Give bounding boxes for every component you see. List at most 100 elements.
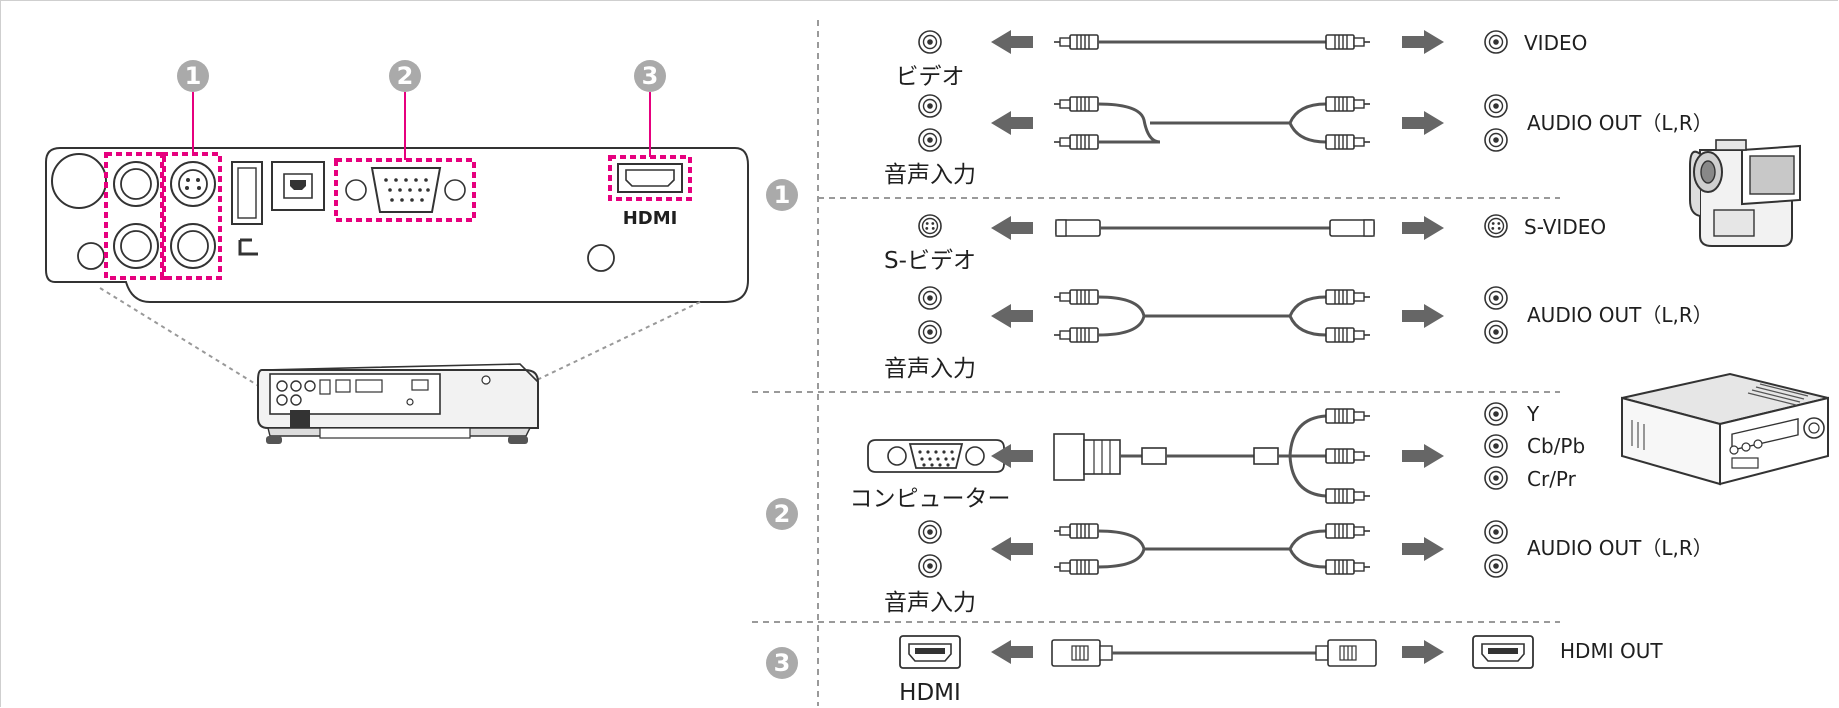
hdmi-port-icon <box>899 635 961 669</box>
rca-plug-icon <box>1053 327 1099 343</box>
component-pr-port-icon <box>1484 466 1508 490</box>
rca-plug-icon <box>1053 523 1099 539</box>
component-pb-port-icon <box>1484 434 1508 458</box>
arrow-left-icon <box>991 537 1033 561</box>
projector-rear-panel: HDMI <box>45 147 749 303</box>
callout-2-top: 2 <box>389 60 421 92</box>
row-audio-3: 音声入力 AUDIO OUT（L,R） <box>884 520 1713 616</box>
svg-text:3: 3 <box>774 649 791 677</box>
rca-plug-icon <box>1325 34 1371 50</box>
row-video: ビデオ VIDEO <box>896 30 1587 90</box>
audio-port-icon <box>918 520 942 544</box>
row-hdmi: HDMI HDMI OUT <box>899 635 1663 706</box>
hdmi-plug-icon <box>1051 639 1113 667</box>
arrow-right-icon <box>1402 304 1444 328</box>
arrow-right-icon <box>1402 216 1444 240</box>
s-video-port-icon <box>918 214 942 238</box>
arrow-left-icon <box>991 444 1033 468</box>
zoom-guide-lines <box>99 287 701 389</box>
rca-plug-icon <box>1325 327 1371 343</box>
projector-illustration <box>257 363 539 444</box>
rca-plug-icon <box>1053 34 1099 50</box>
label-audio-out: AUDIO OUT（L,R） <box>1527 536 1713 560</box>
rca-plug-icon <box>1325 408 1371 424</box>
rca-plug-icon <box>1325 559 1371 575</box>
label-video-jp: ビデオ <box>896 64 965 90</box>
svg-text:2: 2 <box>774 500 791 528</box>
hdmi-logo: HDMI <box>623 208 678 229</box>
label-cb-pb: Cb/Pb <box>1527 434 1585 458</box>
label-y: Y <box>1526 402 1540 426</box>
hdmi-out-port-icon <box>1472 635 1534 669</box>
label-cr-pr: Cr/Pr <box>1527 467 1577 491</box>
audio-out-port-icon <box>1484 520 1508 544</box>
label-audio-in: 音声入力 <box>884 356 976 382</box>
rca-plug-icon <box>1053 289 1099 305</box>
svg-text:3: 3 <box>642 62 659 90</box>
rca-plug-icon <box>1325 523 1371 539</box>
rca-plug-icon <box>1053 559 1099 575</box>
audio-port-icon <box>918 286 942 310</box>
audio-port-icon <box>918 94 942 118</box>
audio-out-port-icon <box>1484 286 1508 310</box>
camcorder-illustration <box>1689 139 1801 247</box>
section-number-2: 2 <box>766 498 798 530</box>
s-video-out-port-icon <box>1484 214 1508 238</box>
arrow-left-icon <box>991 30 1033 54</box>
label-s-video-out: S-VIDEO <box>1524 215 1606 239</box>
label-audio-out: AUDIO OUT（L,R） <box>1527 111 1713 135</box>
row-audio-1: 音声入力 AUDIO OUT（L,R） <box>884 94 1713 188</box>
arrow-right-icon <box>1402 537 1444 561</box>
video-out-port-icon <box>1484 30 1508 54</box>
label-audio-in: 音声入力 <box>884 590 976 616</box>
rca-plug-icon <box>1053 134 1099 150</box>
callout-leaders <box>192 92 651 160</box>
audio-port-icon <box>918 128 942 152</box>
label-hdmi-out: HDMI OUT <box>1560 639 1663 663</box>
label-audio-out: AUDIO OUT（L,R） <box>1527 303 1713 327</box>
arrow-right-icon <box>1402 30 1444 54</box>
audio-port-icon <box>918 554 942 578</box>
rca-plug-icon <box>1325 96 1371 112</box>
callout-3-top: 3 <box>634 60 666 92</box>
callout-1-top: 1 <box>177 60 209 92</box>
section-number-1: 1 <box>766 179 798 211</box>
arrow-left-icon <box>991 216 1033 240</box>
svg-text:1: 1 <box>185 62 202 90</box>
rca-plug-icon <box>1325 488 1371 504</box>
row-s-video: S-ビデオ S-VIDEO <box>884 214 1606 274</box>
arrow-left-icon <box>991 304 1033 328</box>
component-y-port-icon <box>1484 402 1508 426</box>
label-s-video-jp: S-ビデオ <box>884 248 976 274</box>
label-hdmi: HDMI <box>899 680 961 706</box>
arrow-right-icon <box>1402 444 1444 468</box>
hdmi-plug-icon <box>1315 639 1377 667</box>
rca-plug-icon <box>1325 448 1371 464</box>
audio-out-port-icon <box>1484 94 1508 118</box>
svg-text:2: 2 <box>397 62 414 90</box>
audio-out-port-icon <box>1484 320 1508 344</box>
video-port-icon <box>918 30 942 54</box>
label-audio-in: 音声入力 <box>884 162 976 188</box>
row-component: コンピューター Y Cb/Pb Cr/Pr <box>850 402 1586 512</box>
svg-text:1: 1 <box>774 181 791 209</box>
label-computer-jp: コンピューター <box>850 486 1011 512</box>
arrow-left-icon <box>991 640 1033 664</box>
row-audio-2: 音声入力 AUDIO OUT（L,R） <box>884 286 1713 382</box>
arrow-left-icon <box>991 111 1033 135</box>
label-video-out: VIDEO <box>1524 31 1587 55</box>
vga-port-icon <box>867 439 1005 473</box>
rca-plug-icon <box>1325 134 1371 150</box>
audio-out-port-icon <box>1484 128 1508 152</box>
video-deck-illustration <box>1621 372 1829 486</box>
audio-out-port-icon <box>1484 554 1508 578</box>
arrow-right-icon <box>1402 640 1444 664</box>
row-dividers <box>752 197 1560 623</box>
arrow-right-icon <box>1402 111 1444 135</box>
section-number-3: 3 <box>766 647 798 679</box>
audio-port-icon <box>918 320 942 344</box>
rca-plug-icon <box>1053 96 1099 112</box>
rca-plug-icon <box>1325 289 1371 305</box>
